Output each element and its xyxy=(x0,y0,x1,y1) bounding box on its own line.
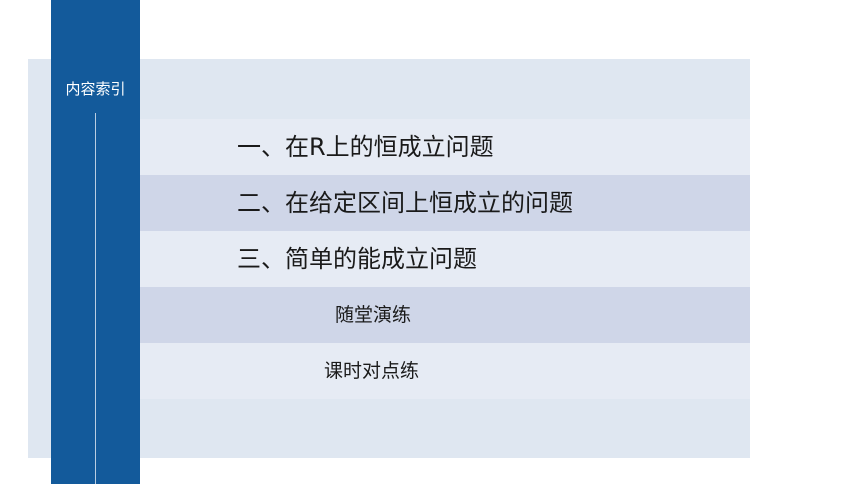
toc-item-2[interactable]: 二、在给定区间上恒成立的问题 xyxy=(140,175,750,231)
toc-item-practice[interactable]: 随堂演练 xyxy=(140,287,750,343)
toc-item-label: 三、简单的能成立问题 xyxy=(237,245,477,273)
toc-item-exercises[interactable]: 课时对点练 xyxy=(140,343,750,399)
toc-item-1[interactable]: 一、在R上的恒成立问题 xyxy=(140,119,750,175)
toc-item-label: 课时对点练 xyxy=(324,360,420,382)
sidebar-title: 内容索引 xyxy=(65,80,126,98)
sidebar-divider-line xyxy=(95,113,96,484)
toc-item-label: 一、在R上的恒成立问题 xyxy=(237,133,494,161)
toc-item-3[interactable]: 三、简单的能成立问题 xyxy=(140,231,750,287)
toc-item-label: 随堂演练 xyxy=(335,304,412,326)
toc-item-label: 二、在给定区间上恒成立的问题 xyxy=(237,189,573,217)
